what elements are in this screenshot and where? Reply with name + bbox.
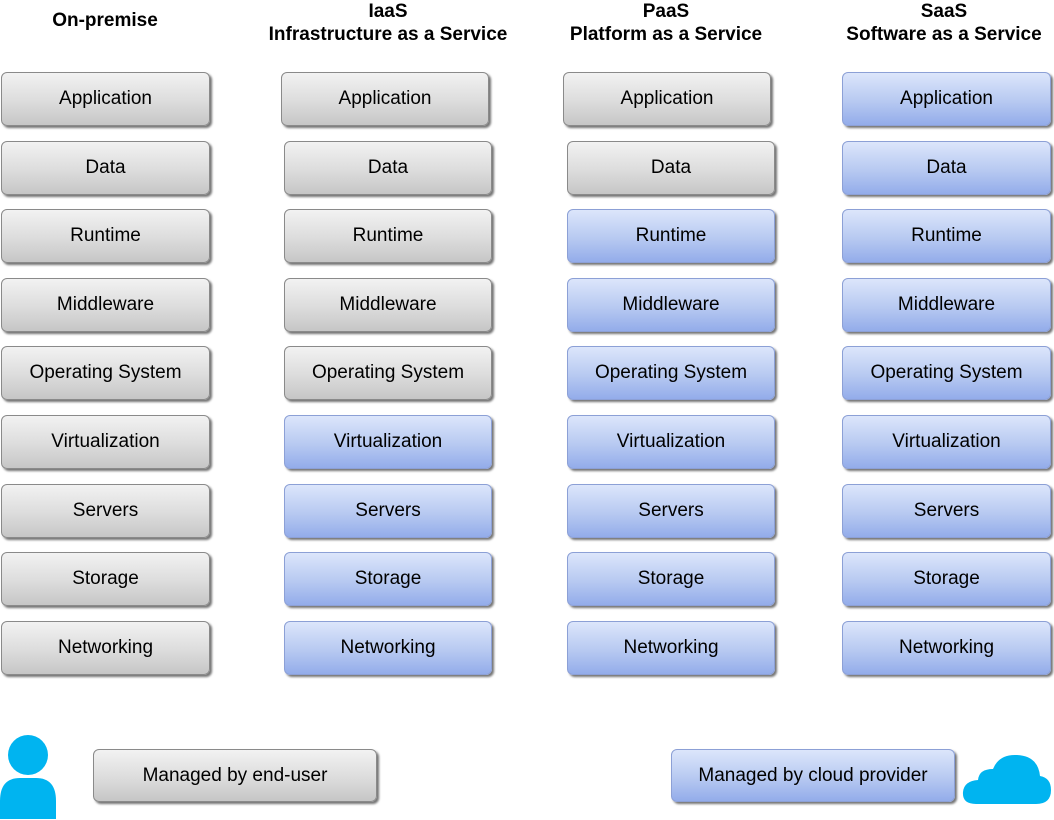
layer-label: Runtime [70, 225, 141, 246]
on-premise-layer-runtime: Runtime [1, 209, 210, 263]
layer-label: Operating System [29, 362, 182, 383]
on-premise-layer-networking: Networking [1, 621, 210, 675]
on-premise-layer-servers: Servers [1, 484, 210, 538]
column-title: On-premise [52, 10, 158, 31]
column-subtitle: Platform as a Service [569, 24, 763, 45]
saas-layer-servers: Servers [842, 484, 1051, 538]
layer-label: Networking [57, 637, 154, 658]
paas-layer-application: Application [563, 72, 771, 126]
iaas-layer-data: Data [284, 141, 492, 195]
iaas-layer-servers: Servers [284, 484, 492, 538]
saas-layer-application: Application [842, 72, 1051, 126]
on-premise-layer-middleware: Middleware [1, 278, 210, 332]
paas-layer-virtualization: Virtualization [567, 415, 775, 469]
saas-layer-operating-system: Operating System [842, 346, 1051, 400]
saas-layer-networking: Networking [842, 621, 1051, 675]
layer-label: Operating System [870, 362, 1023, 383]
legend-end-user: Managed by end-user [93, 749, 377, 802]
column-title: PaaS [642, 1, 690, 22]
iaas-layer-middleware: Middleware [284, 278, 492, 332]
layer-label: Servers [913, 500, 980, 521]
column-subtitle: Software as a Service [846, 24, 1042, 45]
layer-label: Data [85, 157, 126, 178]
paas-layer-operating-system: Operating System [567, 346, 775, 400]
iaas-layer-networking: Networking [284, 621, 492, 675]
on-premise-layer-virtualization: Virtualization [1, 415, 210, 469]
layer-label: Networking [898, 637, 995, 658]
layer-label: Middleware [622, 294, 720, 315]
layer-label: Data [926, 157, 967, 178]
iaas-layer-runtime: Runtime [284, 209, 492, 263]
on-premise-layer-application: Application [1, 72, 210, 126]
layer-label: Virtualization [51, 431, 160, 452]
on-premise-layer-storage: Storage [1, 552, 210, 606]
column-title: SaaS [920, 1, 968, 22]
layer-label: Storage [72, 568, 139, 589]
column-heading-on-premise: On-premise [10, 9, 200, 32]
layer-label: Operating System [594, 362, 748, 383]
column-heading-iaas: IaaS Infrastructure as a Service [240, 0, 536, 46]
layer-label: Runtime [911, 225, 982, 246]
saas-layer-middleware: Middleware [842, 278, 1051, 332]
iaas-layer-application: Application [281, 72, 489, 126]
layer-label: Middleware [339, 294, 437, 315]
paas-layer-servers: Servers [567, 484, 775, 538]
column-heading-paas: PaaS Platform as a Service [528, 0, 804, 46]
column-subtitle: Infrastructure as a Service [268, 24, 508, 45]
saas-layer-data: Data [842, 141, 1051, 195]
saas-layer-storage: Storage [842, 552, 1051, 606]
layer-label: Storage [354, 568, 422, 589]
layer-label: Application [900, 88, 993, 109]
iaas-layer-storage: Storage [284, 552, 492, 606]
layer-label: Servers [355, 500, 421, 521]
paas-layer-networking: Networking [567, 621, 775, 675]
layer-label: Data [367, 157, 409, 178]
layer-label: Application [59, 88, 152, 109]
on-premise-layer-data: Data [1, 141, 210, 195]
iaas-layer-operating-system: Operating System [284, 346, 492, 400]
person-icon [0, 735, 56, 819]
on-premise-layer-operating-system: Operating System [1, 346, 210, 400]
layer-label: Middleware [897, 294, 996, 315]
paas-layer-middleware: Middleware [567, 278, 775, 332]
paas-layer-storage: Storage [567, 552, 775, 606]
layer-label: Networking [340, 637, 436, 658]
layer-label: Operating System [311, 362, 465, 383]
layer-label: Virtualization [616, 431, 726, 452]
saas-layer-virtualization: Virtualization [842, 415, 1051, 469]
layer-label: Virtualization [892, 431, 1001, 452]
column-heading-saas: SaaS Software as a Service [828, 0, 1054, 46]
layer-label: Data [650, 157, 692, 178]
column-title: IaaS [368, 1, 408, 22]
paas-layer-runtime: Runtime [567, 209, 775, 263]
layer-label: Storage [913, 568, 980, 589]
layer-label: Middleware [56, 294, 155, 315]
layer-label: Application [620, 88, 714, 109]
layer-label: Storage [637, 568, 705, 589]
layer-label: Servers [638, 500, 704, 521]
legend-cloud-provider-label: Managed by cloud provider [698, 764, 928, 786]
saas-layer-runtime: Runtime [842, 209, 1051, 263]
legend-cloud-provider: Managed by cloud provider [671, 749, 955, 802]
legend-end-user-label: Managed by end-user [142, 764, 328, 786]
layer-label: Runtime [352, 225, 424, 246]
paas-layer-data: Data [567, 141, 775, 195]
layer-label: Application [338, 88, 432, 109]
iaas-layer-virtualization: Virtualization [284, 415, 492, 469]
layer-label: Virtualization [333, 431, 443, 452]
layer-label: Networking [623, 637, 719, 658]
cloud-icon [962, 754, 1051, 804]
layer-label: Runtime [635, 225, 707, 246]
layer-label: Servers [72, 500, 139, 521]
